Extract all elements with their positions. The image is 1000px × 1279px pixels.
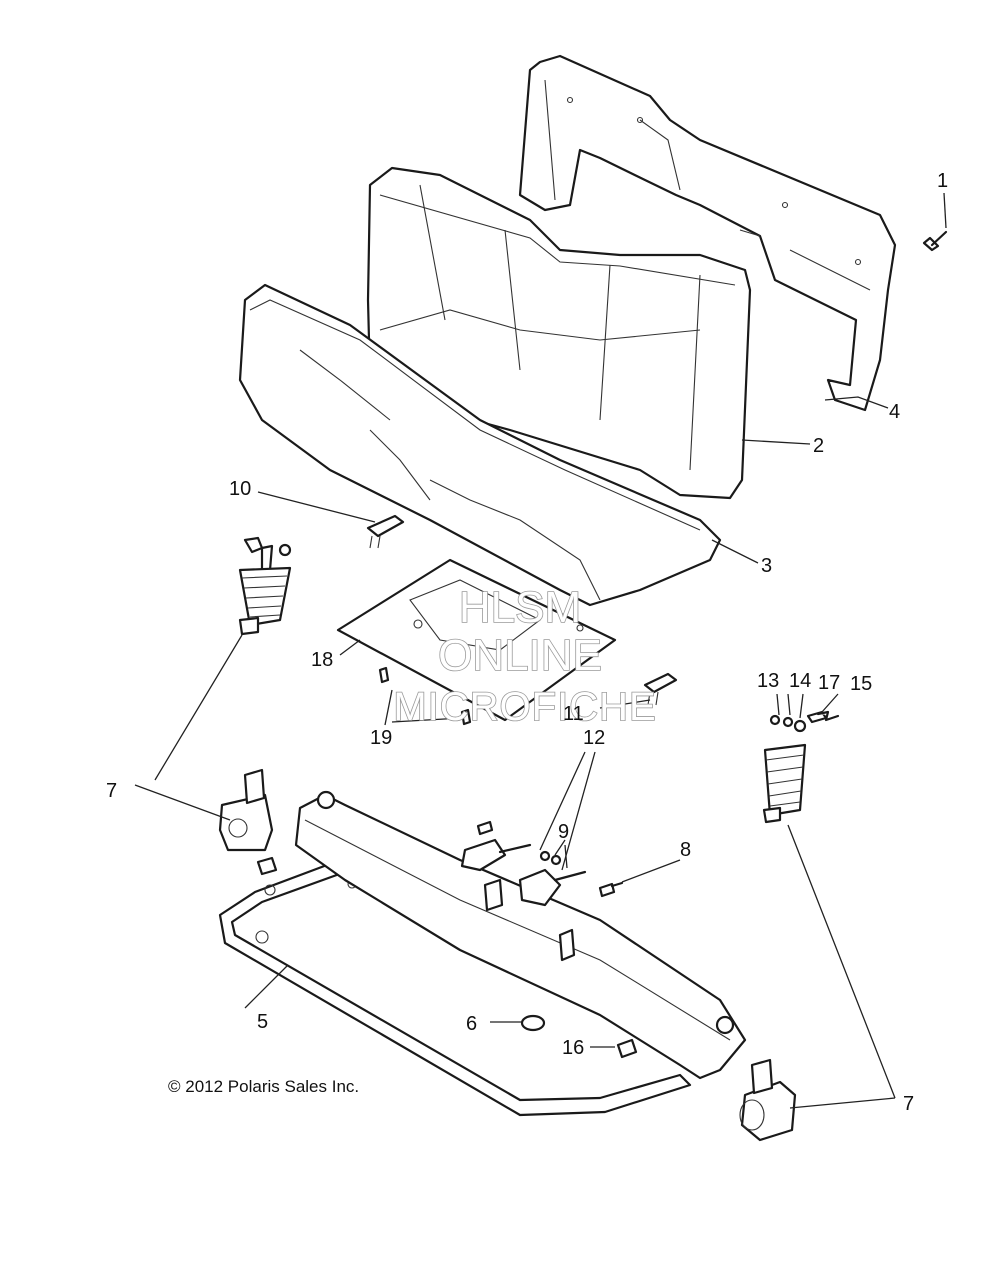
callout-1: 1 <box>937 170 948 192</box>
callout-6: 6 <box>466 1013 477 1035</box>
callout-2: 2 <box>813 435 824 457</box>
seat-base-rail <box>294 790 747 1080</box>
callout-labels: 1 2 3 4 5 6 7 7 8 9 10 11 12 13 14 15 16… <box>106 170 948 1115</box>
seat-belt-buckle-left <box>460 838 532 872</box>
callout-8: 8 <box>680 839 691 861</box>
seat-belt-buckle-right <box>518 868 587 907</box>
callout-10: 10 <box>229 478 251 500</box>
callout-17: 17 <box>818 672 840 694</box>
callout-12: 12 <box>583 727 605 749</box>
screw-1 <box>922 230 948 252</box>
latch-right <box>739 1058 797 1142</box>
fastener-19 <box>378 666 472 726</box>
shock-spring-left <box>238 536 292 636</box>
copyright-text: © 2012 Polaris Sales Inc. <box>168 1077 359 1096</box>
callout-14: 14 <box>789 670 811 692</box>
callout-11: 11 <box>563 703 584 725</box>
watermark-line3: MICROFICHE <box>393 685 656 729</box>
back-panel <box>518 54 897 412</box>
latch-left <box>218 768 274 852</box>
watermark: HLSM ONLINE MICROFICHE <box>393 582 657 730</box>
callout-5: 5 <box>257 1011 268 1033</box>
seat-base-panel <box>336 558 617 722</box>
callout-4: 4 <box>889 401 900 423</box>
callout-19: 19 <box>370 727 392 749</box>
leader-lines <box>134 192 947 1109</box>
callout-16: 16 <box>562 1037 584 1059</box>
shock-spring-right <box>762 710 840 824</box>
watermark-line2: ONLINE <box>438 631 602 680</box>
callout-7-right: 7 <box>903 1093 914 1115</box>
seat-bottom-cushion <box>238 283 722 607</box>
callout-9: 9 <box>558 821 569 843</box>
hardware-misc <box>256 820 638 1059</box>
clip-11 <box>643 672 678 706</box>
callout-13: 13 <box>757 670 779 692</box>
clip-10 <box>366 514 405 549</box>
watermark-line1: HLSM <box>459 583 581 632</box>
callout-15: 15 <box>850 673 872 695</box>
callout-7-left: 7 <box>106 780 117 802</box>
callout-3: 3 <box>761 555 772 577</box>
callout-18: 18 <box>311 649 333 671</box>
